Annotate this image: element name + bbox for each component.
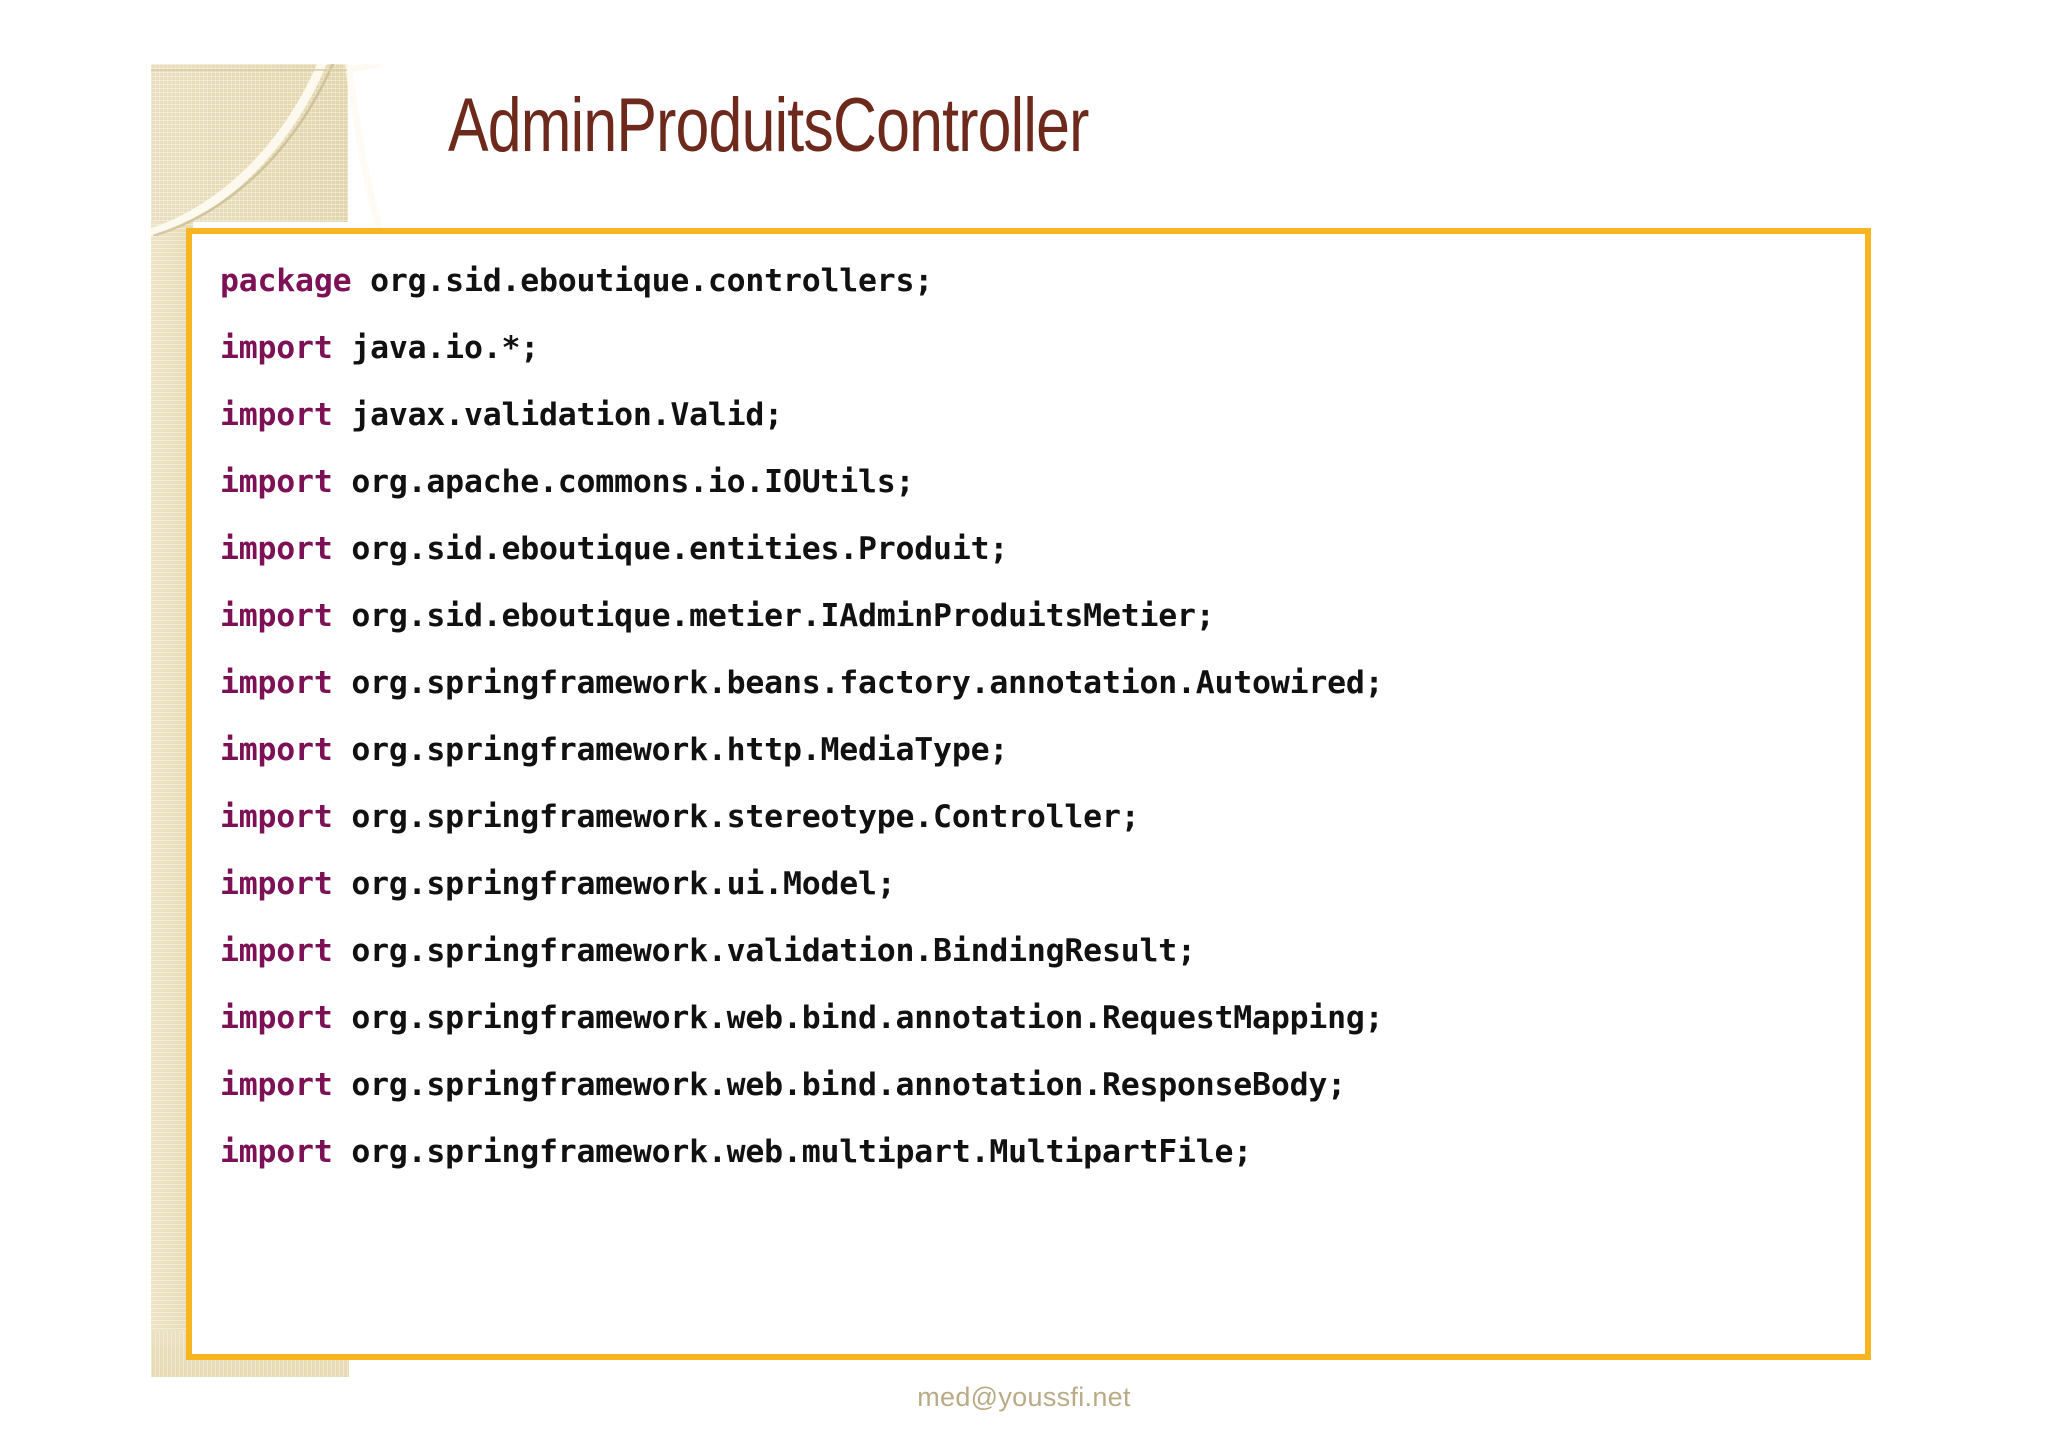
code-line: import org.apache.commons.io.IOUtils;	[220, 449, 1855, 516]
code-keyword: package	[220, 263, 352, 299]
code-line: import org.springframework.web.bind.anno…	[220, 1052, 1855, 1119]
code-keyword: import	[220, 464, 333, 500]
code-keyword: import	[220, 1134, 333, 1170]
code-line: import org.springframework.beans.factory…	[220, 650, 1855, 717]
code-keyword: import	[220, 598, 333, 634]
code-line: import javax.validation.Valid;	[220, 382, 1855, 449]
code-keyword: import	[220, 531, 333, 567]
code-block: package org.sid.eboutique.controllers;im…	[186, 228, 1871, 1360]
code-text: org.springframework.http.MediaType;	[332, 732, 1009, 768]
code-text: org.springframework.web.bind.annotation.…	[332, 1067, 1346, 1103]
code-text: javax.validation.Valid;	[332, 397, 783, 433]
code-keyword: import	[220, 866, 333, 902]
code-line: import org.springframework.web.bind.anno…	[220, 985, 1855, 1052]
code-keyword: import	[220, 665, 333, 701]
code-keyword: import	[220, 799, 333, 835]
code-text: org.sid.eboutique.metier.IAdminProduitsM…	[332, 598, 1215, 634]
code-text: org.springframework.validation.BindingRe…	[332, 933, 1196, 969]
code-keyword: import	[220, 1067, 333, 1103]
code-line: import org.springframework.validation.Bi…	[220, 918, 1855, 985]
code-keyword: import	[220, 330, 333, 366]
footer-watermark: med@youssfi.net	[917, 1382, 1131, 1412]
code-line: import org.springframework.stereotype.Co…	[220, 784, 1855, 851]
code-line: import org.sid.eboutique.entities.Produi…	[220, 516, 1855, 583]
code-text: org.springframework.beans.factory.annota…	[332, 665, 1384, 701]
code-keyword: import	[220, 933, 333, 969]
code-line: import org.sid.eboutique.metier.IAdminPr…	[220, 583, 1855, 650]
code-keyword: import	[220, 732, 333, 768]
code-line-list: package org.sid.eboutique.controllers;im…	[220, 248, 1855, 1186]
code-text: org.sid.eboutique.controllers;	[351, 263, 934, 299]
code-text: org.springframework.web.bind.annotation.…	[332, 1000, 1384, 1036]
code-text: org.sid.eboutique.entities.Produit;	[332, 531, 1009, 567]
code-line: import java.io.*;	[220, 315, 1855, 382]
code-line: import org.springframework.ui.Model;	[220, 851, 1855, 918]
code-text: org.springframework.web.multipart.Multip…	[332, 1134, 1253, 1170]
code-text: org.springframework.stereotype.Controlle…	[332, 799, 1140, 835]
code-text: org.apache.commons.io.IOUtils;	[332, 464, 915, 500]
code-keyword: import	[220, 397, 333, 433]
page-title: AdminProduitsController	[448, 83, 1089, 168]
code-text: java.io.*;	[332, 330, 540, 366]
code-line: import org.springframework.http.MediaTyp…	[220, 717, 1855, 784]
code-keyword: import	[220, 1000, 333, 1036]
code-line: import org.springframework.web.multipart…	[220, 1119, 1855, 1186]
code-text: org.springframework.ui.Model;	[332, 866, 896, 902]
code-line: package org.sid.eboutique.controllers;	[220, 248, 1855, 315]
